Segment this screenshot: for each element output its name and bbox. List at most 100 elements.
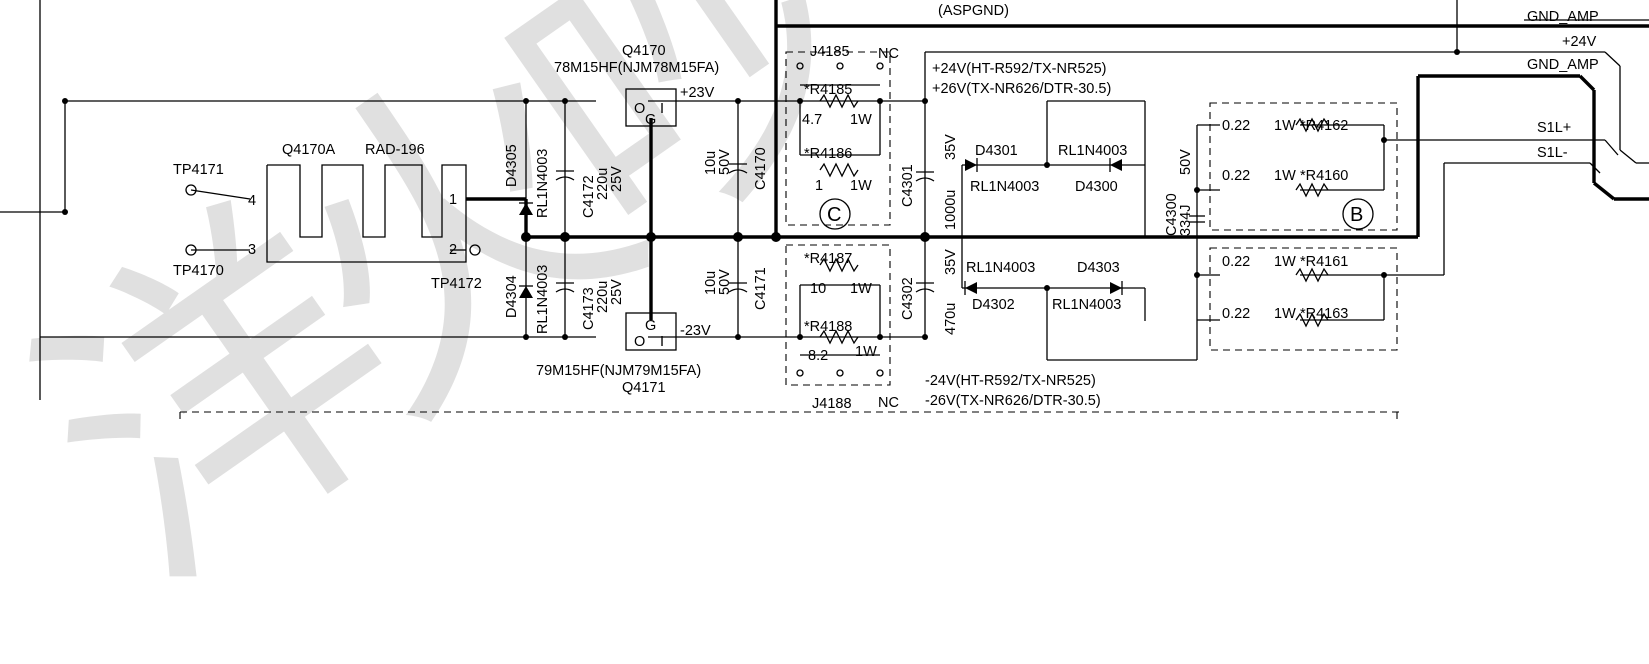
resistor-r4161: 0.22 1W *R4161 — [1222, 254, 1348, 283]
c4301-value: 1000u — [943, 190, 959, 230]
q4170-ref: Q4170 — [622, 43, 666, 59]
q4170-pin-i: I — [660, 101, 664, 117]
net-plus24: +24V — [1562, 34, 1597, 50]
j4188-nc: NC — [878, 395, 899, 411]
c4302-ref: C4302 — [900, 277, 916, 320]
r4186-power: 1W — [850, 178, 872, 194]
c4300-voltage: 50V — [1178, 149, 1194, 175]
regulator-q4170: O I G Q4170 78M15HF(NJM78M15FA) +23V — [554, 43, 719, 128]
r4161-power: 1W — [1274, 254, 1296, 270]
net-neg-rail-1: -24V(HT-R592/TX-NR525) — [925, 373, 1096, 389]
heatsink-part: RAD-196 — [365, 142, 425, 158]
q4170-part: 78M15HF(NJM78M15FA) — [554, 60, 719, 76]
heatsink-pin3: 3 — [248, 242, 256, 258]
c4171-ref: C4171 — [753, 267, 769, 310]
section-mark-b: B — [1342, 198, 1374, 230]
c4300-ref: C4300 — [1164, 193, 1180, 236]
capacitor-c4171: 10u 50V C4171 — [703, 267, 769, 310]
r4186-value: 1 — [815, 178, 823, 194]
r4162-value: 0.22 — [1222, 118, 1250, 134]
r4188-value: 8.2 — [808, 348, 828, 364]
resistor-r4160: 0.22 1W *R4160 — [1222, 168, 1348, 198]
q4171-pin-g: G — [645, 318, 656, 334]
dashed-boxes — [179, 51, 1400, 421]
regulator-q4171: G O I 79M15HF(NJM79M15FA) Q4171 -23V — [536, 312, 711, 396]
c4173-ref: C4173 — [581, 287, 597, 330]
tp4172-label: TP4172 — [431, 276, 482, 292]
net-neg-rail-2: -26V(TX-NR626/DTR-30.5) — [925, 393, 1101, 409]
d4303-ref: D4303 — [1077, 260, 1120, 276]
c4173-voltage: 25V — [609, 279, 625, 305]
c4301-voltage: 35V — [943, 134, 959, 160]
r4188-ref: *R4188 — [804, 319, 852, 335]
c4171-value: 10u — [703, 271, 719, 295]
d4305-ref: D4305 — [504, 144, 520, 187]
c4172-voltage: 25V — [609, 166, 625, 192]
heatsink-ref: Q4170A — [282, 142, 336, 158]
r4186-ref: *R4186 — [804, 146, 852, 162]
net-pos-rail-1: +24V(HT-R592/TX-NR525) — [932, 61, 1106, 77]
c4302-value: 470u — [943, 303, 959, 335]
diode-d4305: D4305 RL1N4003 — [504, 144, 551, 218]
r4161-value: 0.22 — [1222, 254, 1250, 270]
r4185-ref: *R4185 — [804, 82, 852, 98]
heatsink-pin1: 1 — [449, 192, 457, 208]
c4170-value: 10u — [703, 151, 719, 175]
tp4170-label: TP4170 — [173, 263, 224, 279]
junctions — [62, 49, 1460, 340]
q4171-output: -23V — [680, 323, 711, 339]
c4170-voltage: 50V — [717, 149, 733, 175]
resistor-r4188: *R4188 8.2 1W — [804, 319, 877, 364]
r4161-ref: *R4161 — [1300, 254, 1348, 270]
heatsink-pin4: 4 — [248, 193, 256, 209]
q4171-pin-i: I — [660, 334, 664, 350]
capacitor-c4302: C4302 35V 470u — [900, 249, 959, 335]
q4170-pin-o: O — [634, 101, 645, 117]
c4300-value: 334J — [1178, 205, 1194, 236]
resistor-r4162: 0.22 1W *R4162 — [1222, 117, 1348, 134]
c4172-value: 220u — [595, 168, 611, 200]
section-b-label: B — [1350, 204, 1363, 226]
net-gnd-amp-2: GND_AMP — [1527, 57, 1599, 73]
d4300-ref: D4300 — [1075, 179, 1118, 195]
d4301-part: RL1N4003 — [970, 179, 1039, 195]
c4173-value: 220u — [595, 281, 611, 313]
test-points: TP4171 TP4170 TP4172 — [173, 162, 482, 292]
d4305-part: RL1N4003 — [535, 149, 551, 218]
net-labels: (ASPGND) GND_AMP +24V GND_AMP S1L+ S1L- … — [925, 3, 1599, 409]
d4301-ref: D4301 — [975, 143, 1018, 159]
q4171-ref: Q4171 — [622, 380, 666, 396]
heatsink-q4170a: Q4170A RAD-196 4 3 1 2 — [248, 142, 467, 263]
c4172-ref: C4172 — [581, 175, 597, 218]
net-s1l-minus: S1L- — [1537, 145, 1568, 161]
j4185-ref: J4185 — [810, 44, 850, 60]
r4188-power: 1W — [855, 344, 877, 360]
q4170-pin-g: G — [645, 112, 656, 128]
diode-d4301: D4301 RL1N4003 — [965, 143, 1039, 195]
tp4171-label: TP4171 — [173, 162, 224, 178]
capacitor-c4300: 50V C4300 334J — [1164, 149, 1205, 236]
section-c-label: C — [827, 204, 841, 226]
r4160-value: 0.22 — [1222, 168, 1250, 184]
d4304-ref: D4304 — [504, 275, 520, 318]
d4302-ref: D4302 — [972, 297, 1015, 313]
schematic-diagram: Q4170A RAD-196 4 3 1 2 TP4171 TP4170 TP4… — [0, 0, 1649, 421]
c4170-ref: C4170 — [753, 147, 769, 190]
r4187-value: 10 — [810, 281, 826, 297]
r4185-value: 4.7 — [802, 112, 822, 128]
r4187-ref: *R4187 — [804, 251, 852, 267]
r4163-power: 1W — [1274, 306, 1296, 322]
d4303-part: RL1N4003 — [1052, 297, 1121, 313]
net-s1l-plus: S1L+ — [1537, 120, 1571, 136]
jumper-j4188: J4188 NC — [796, 369, 899, 412]
q4171-pin-o: O — [634, 334, 645, 350]
net-aspgnd: (ASPGND) — [938, 3, 1009, 19]
net-pos-rail-2: +26V(TX-NR626/DTR-30.5) — [932, 81, 1111, 97]
net-gnd-amp-1: GND_AMP — [1527, 9, 1599, 25]
r4163-ref: *R4163 — [1300, 306, 1348, 322]
d4302-part: RL1N4003 — [966, 260, 1035, 276]
r4160-power: 1W — [1274, 168, 1296, 184]
r4185-power: 1W — [850, 112, 872, 128]
section-mark-c: C — [819, 198, 851, 230]
diode-d4302: RL1N4003 D4302 — [964, 260, 1035, 313]
